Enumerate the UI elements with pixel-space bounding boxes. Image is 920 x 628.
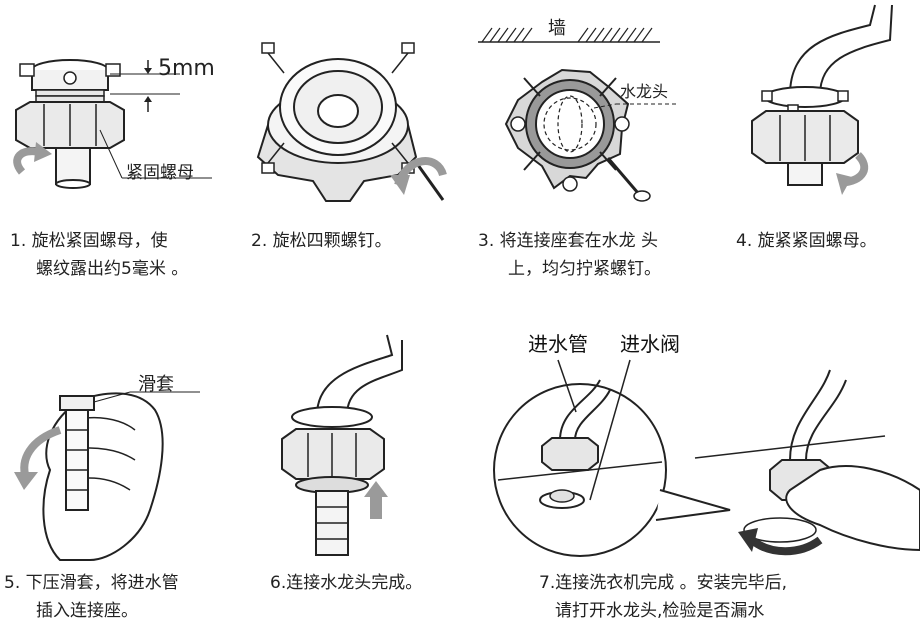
step7-illustration [490, 350, 920, 565]
step2-fitting-drawing [256, 42, 447, 202]
step4-caption: 4. 旋紧紧固螺母。 [736, 231, 877, 251]
step7-inlet-pipe-label: 进水管 [528, 332, 588, 356]
step3-fitting-drawing [478, 27, 678, 202]
step6-caption: 6.连接水龙头完成。 [270, 573, 423, 593]
step3-wall-label: 墙 [548, 18, 566, 39]
step5-sleeve-label: 滑套 [138, 374, 174, 395]
step4-fitting-drawing [751, 4, 893, 195]
step1-fitting-drawing [13, 59, 212, 189]
step2-caption: 2. 旋松四颗螺钉。 [251, 231, 392, 251]
step1-caption-line1: 1. 旋松紧固螺母，使 [10, 231, 168, 251]
step5-hand-drawing [14, 391, 200, 561]
step3-faucet-label: 水龙头 [620, 82, 669, 101]
step7-machine-drawing [493, 359, 920, 557]
step1-dimension-label: 5mm [158, 56, 215, 81]
step7-caption-line2: 请打开水龙头,检验是否漏水 [555, 601, 765, 621]
step7-inlet-valve-label: 进水阀 [620, 332, 680, 356]
step1-illustration [0, 30, 230, 210]
step6-illustration [262, 334, 472, 556]
step4-illustration [740, 4, 910, 205]
step7-caption-line1: 7.连接洗衣机完成 。安装完毕后, [539, 573, 788, 593]
step3-illustration [478, 8, 708, 208]
step1-nut-label: 紧固螺母 [126, 163, 194, 183]
step5-caption-line1: 5. 下压滑套，将进水管 [4, 573, 179, 593]
step3-caption-line2: 上，均匀拧紧螺钉。 [508, 259, 661, 279]
step3-caption-line1: 3. 将连接座套在水龙 头 [478, 231, 659, 251]
step1-caption-line2: 螺纹露出约5毫米 。 [36, 259, 189, 279]
step2-illustration [238, 25, 448, 215]
step5-illustration [0, 360, 230, 561]
step6-fitting-drawing [281, 334, 403, 556]
step5-caption-line2: 插入连接座。 [36, 601, 138, 621]
